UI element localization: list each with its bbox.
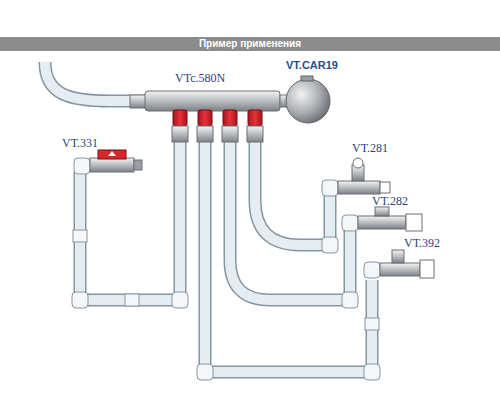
expansion-tank [286,79,330,123]
angle-valve [338,181,380,194]
header-band [0,37,500,51]
valve-nut [380,182,390,193]
angle-valve [358,216,406,229]
outlet-fitting [197,126,213,142]
valve-cap [353,158,363,168]
outlet-fitting [172,126,188,142]
part-code: VT.331 [62,136,98,150]
pipe [230,140,350,300]
pipe [205,140,372,372]
valve-handle [98,150,126,159]
elbow-fitting [172,292,188,308]
pipe [255,140,330,245]
header-title: Пример применения [0,37,500,51]
outlet-fitting [247,126,263,142]
handle-mark [108,151,116,156]
pipe [230,140,350,300]
part-code: VT.281 [352,141,388,155]
coupling-fitting [125,294,139,306]
coupling-fitting [73,230,87,242]
manifold-bar [145,91,280,111]
elbow-fitting [322,180,338,196]
part-code: VT.CAR19 [286,58,338,72]
pipe [205,140,372,372]
pipe [80,140,180,300]
elbow-fitting [322,237,338,253]
manifold-nut [130,95,146,108]
elbow-fitting [72,292,88,308]
angle-valve [380,263,420,276]
valve-stem [392,250,404,263]
outlet-fitting [222,126,238,142]
part-code: VT.282 [372,194,408,208]
outlet-valve [198,110,212,126]
elbow-fitting [364,364,380,380]
valve-nut [134,160,142,170]
coupling-fitting [365,318,379,330]
valve-nut [406,214,422,231]
elbow-fitting [74,158,90,174]
elbow-fitting [197,364,213,380]
elbow-fitting [364,262,380,278]
outlet-valve [248,110,262,126]
tank-valve [301,76,313,81]
pipe [80,140,180,300]
valve-stem [375,207,389,216]
elbow-fitting [342,215,358,231]
part-code: VTc.580N [175,71,225,85]
outlet-valve [223,110,237,126]
part-code: VT.392 [404,236,440,250]
valve-nut [420,260,434,278]
ball-valve [90,158,134,172]
outlet-valve [173,110,187,126]
pipe [255,140,330,245]
elbow-fitting [342,292,358,308]
